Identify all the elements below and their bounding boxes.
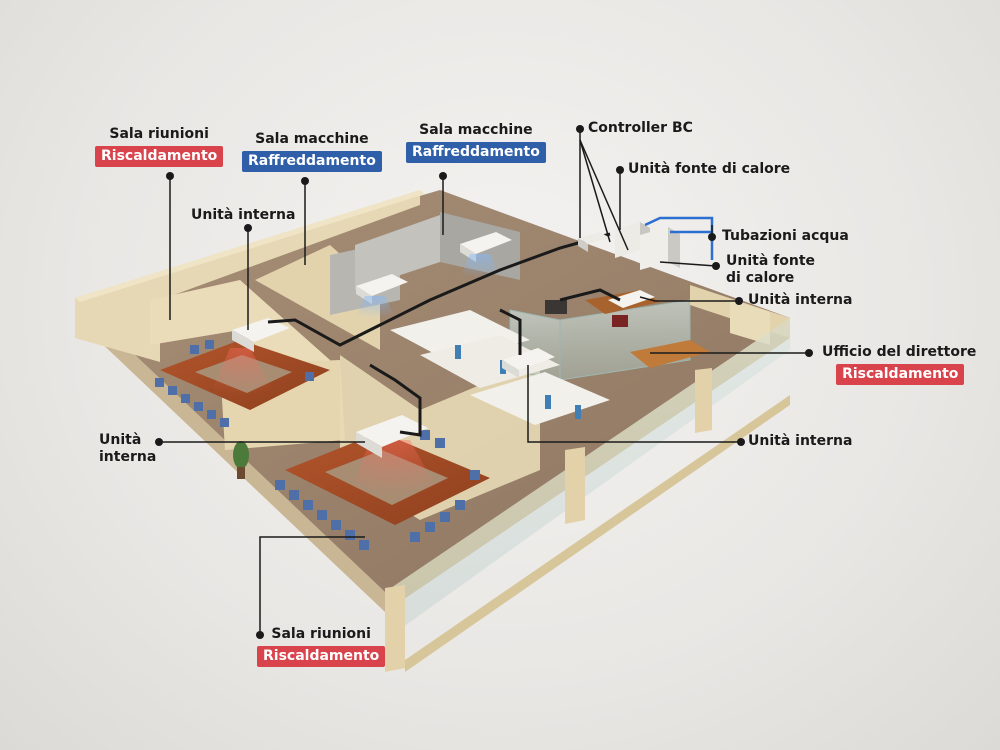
cooling-badge: Raffreddamento <box>406 142 546 163</box>
label-line-2: interna <box>99 449 156 466</box>
room-name: Sala riunioni <box>95 126 223 143</box>
label-controller-bc: Controller BC <box>588 120 693 137</box>
label-sala-macchine-2: Sala macchine Raffreddamento <box>406 122 546 163</box>
label-unita-interna-top: Unità interna <box>191 207 295 224</box>
heating-badge: Riscaldamento <box>836 364 964 385</box>
room-name: Sala riunioni <box>257 626 385 643</box>
front-pillar-1 <box>385 585 405 672</box>
label-sala-macchine-1: Sala macchine Raffreddamento <box>242 131 382 172</box>
front-pillar-3 <box>695 368 712 433</box>
label-unita-interna-right: Unità interna <box>748 292 852 309</box>
cooling-badge: Raffreddamento <box>242 151 382 172</box>
room-name: Sala macchine <box>406 122 546 139</box>
label-line-2: di calore <box>726 270 815 287</box>
heating-badge: Riscaldamento <box>257 646 385 667</box>
label-sala-riunioni-top: Sala riunioni Riscaldamento <box>95 126 223 167</box>
label-unita-interna-bottom: Unità interna <box>748 433 852 450</box>
label-unita-fonte-calore-2: Unità fonte di calore <box>726 253 815 287</box>
label-tubazioni-acqua: Tubazioni acqua <box>722 228 849 245</box>
front-pillar-2 <box>565 447 585 524</box>
label-ufficio-direttore: Ufficio del direttore Riscaldamento <box>822 344 976 385</box>
label-line-1: Unità <box>99 432 156 449</box>
room-name: Ufficio del direttore <box>822 344 976 361</box>
label-unita-fonte-calore-1: Unità fonte di calore <box>628 161 790 178</box>
label-line-1: Unità fonte <box>726 253 815 270</box>
label-sala-riunioni-bottom: Sala riunioni Riscaldamento <box>257 626 385 667</box>
room-name: Sala macchine <box>242 131 382 148</box>
label-unita-interna-left: Unità interna <box>99 432 156 466</box>
heating-badge: Riscaldamento <box>95 146 223 167</box>
